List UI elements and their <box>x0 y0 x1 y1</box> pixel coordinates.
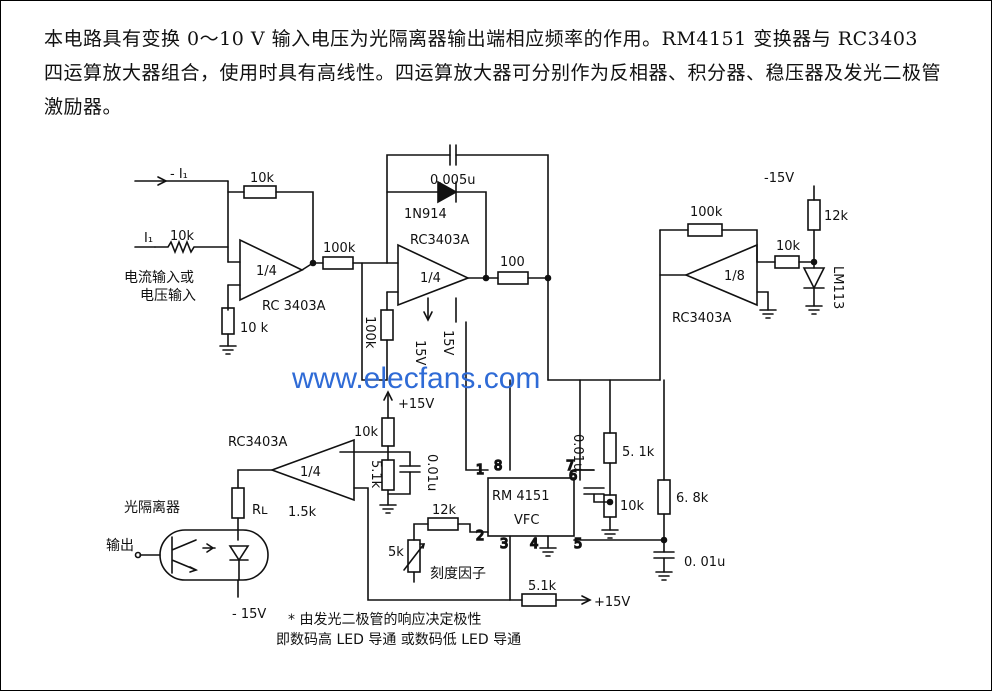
label-r10k-fb: 10k <box>250 171 275 186</box>
label-op1: 1/4 <box>256 264 277 279</box>
label-r100-out: 100 <box>500 255 525 270</box>
label-op1-name: RC 3403A <box>262 299 326 314</box>
label-r5k-pot: 5k <box>388 545 404 560</box>
label-input-2: 电压输入 <box>140 288 196 304</box>
label-r100k-fb: 100k <box>690 205 723 220</box>
pin2-label: 2 <box>476 529 484 544</box>
label-op2-name: RC3403A <box>410 233 470 248</box>
label-r12k-in: 12k <box>432 503 457 518</box>
description-text: 本电路具有变换 0～10 V 输入电压为光隔离器输出端相应频率的作用。RM415… <box>44 28 942 118</box>
label-r10k-led: 10k <box>776 239 801 254</box>
vfc-stage <box>403 379 675 607</box>
label-plus15-b: +15V <box>594 595 630 610</box>
label-scale: 刻度因子 <box>430 566 486 582</box>
label-r5-1k-div: 5.1k <box>368 460 383 489</box>
label-r10k-div: 10k <box>354 425 379 440</box>
label-i1: - I₁ <box>170 167 188 182</box>
label-r6-8k: 6. 8k <box>676 491 709 506</box>
input-stage <box>134 176 388 355</box>
label-opto: 光隔离器 <box>124 499 180 516</box>
label-op3: 1/4 <box>300 465 321 480</box>
label-op2: 1/4 <box>420 271 441 286</box>
label-vfc-chip: RM 4151 <box>492 489 549 504</box>
led-driver-stage <box>659 185 826 381</box>
label-r10k-in: 10k <box>170 229 195 244</box>
label-r5-1k-right: 5. 1k <box>622 445 655 460</box>
pin3-label: 3 <box>500 537 508 552</box>
watermark: www.elecfans.com <box>291 362 540 395</box>
pin7-label: 7 <box>566 459 574 474</box>
label-c-0-01u-b: 0.01u <box>570 434 585 471</box>
label-minus15-top: -15V <box>764 171 794 186</box>
label-diode: 1N914 <box>404 207 447 222</box>
label-minus15-b: - 15V <box>232 607 266 622</box>
label-15v-b: 15V <box>440 330 455 356</box>
note-line-2: 即数码高 LED 导通 或数码低 LED 导通 <box>276 631 521 648</box>
pin6-label: 6 <box>569 469 577 484</box>
label-15v-a: 15V <box>412 340 427 366</box>
label-rl: Rʟ <box>252 503 268 518</box>
label-r10k-right: 10k <box>620 499 645 514</box>
label-cap-top: 0.005u <box>430 173 475 188</box>
label-r10k-gnd: 10 k <box>240 321 269 336</box>
label-i1-input: I₁ <box>144 231 153 246</box>
label-r1-5k: 1.5k <box>288 505 317 520</box>
label-led: LM113 <box>830 266 845 309</box>
label-output: 输出 <box>106 538 134 554</box>
note-line-1: * 由发光二极管的响应决定极性 <box>288 611 481 628</box>
label-c-0-01u-c: 0. 01u <box>684 555 725 570</box>
label-op4-name: RC3403A <box>672 311 732 326</box>
pin1-label: 1 <box>476 463 484 478</box>
pin4-label: 4 <box>530 537 538 552</box>
label-r100k-in: 100k <box>323 241 356 256</box>
label-plus15-a: +15V <box>398 397 434 412</box>
pin8-label: 8 <box>494 459 502 474</box>
opto-driver-stage <box>134 438 511 601</box>
label-c-0-01u-a: 0.01u <box>424 454 439 491</box>
label-vfc: VFC <box>514 513 539 528</box>
label-input-1: 电流输入或 <box>124 270 194 286</box>
label-r12k-led: 12k <box>824 209 849 224</box>
label-r5-1k-bot: 5.1k <box>528 579 557 594</box>
label-op3-name: RC3403A <box>228 435 288 450</box>
pin5-label: 5 <box>574 537 582 552</box>
label-op4: 1/8 <box>724 269 745 284</box>
integrator-stage <box>361 144 552 471</box>
reference-divider <box>353 390 421 514</box>
label-r100k-v: 100k <box>362 316 377 349</box>
